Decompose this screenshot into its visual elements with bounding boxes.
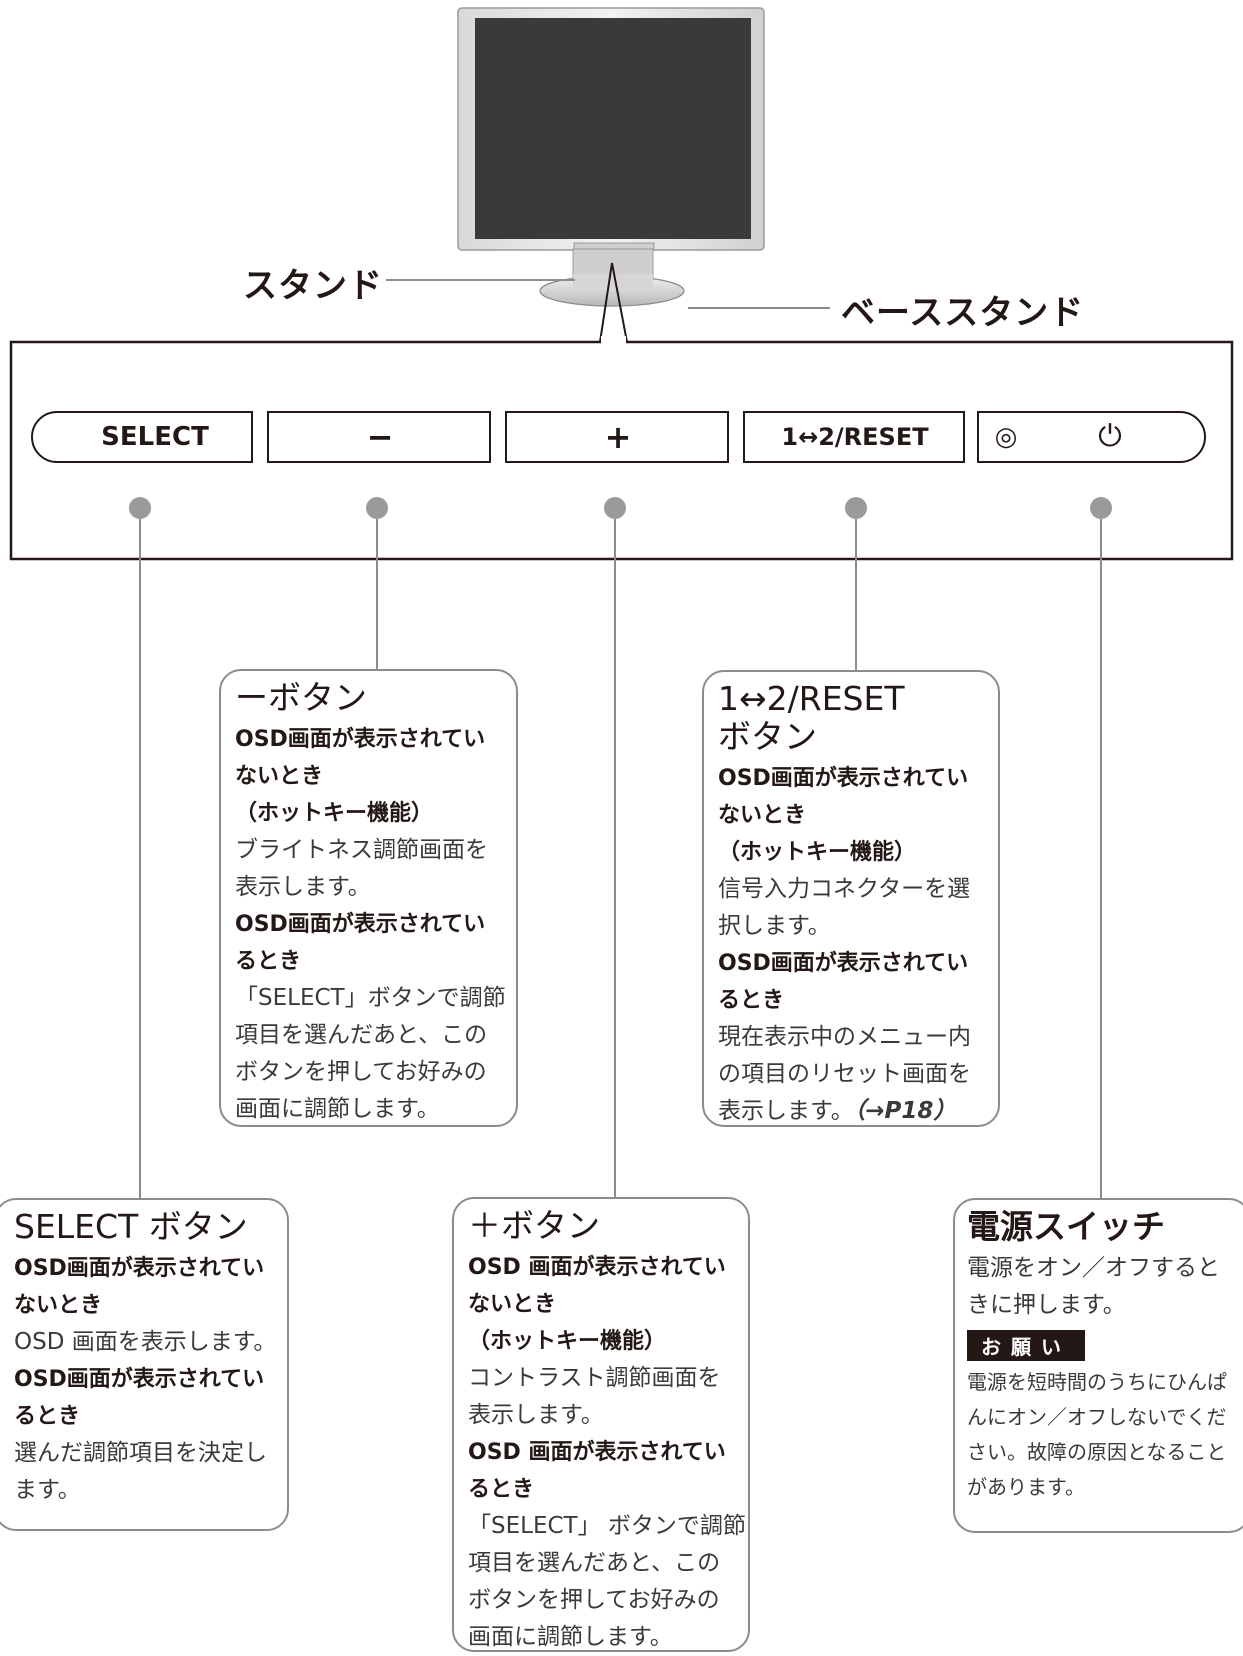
callout-title: ボタン <box>718 717 817 756</box>
description-text: 「SELECT」 ボタンで調節 <box>468 1513 746 1539</box>
description-text: 選んだ調節項目を決定し <box>14 1440 267 1466</box>
plus-button-shape <box>505 411 729 463</box>
zoom-wedge <box>599 262 628 343</box>
description-text: 表示します。（→P18） <box>718 1093 988 1130</box>
condition-heading: るとき <box>718 988 785 1013</box>
monitor-illustration <box>386 7 830 309</box>
select-button-shape <box>31 411 253 463</box>
callout-title: 電源スイッチ <box>967 1207 1165 1246</box>
power-switch-callout: 電源スイッチ 電源をオン／オフすると きに押します。 お願い 電源を短時間のうち… <box>953 1198 1243 1533</box>
minus-button-shape <box>267 411 491 463</box>
power-button-shape <box>977 411 1206 463</box>
condition-heading: るとき <box>235 949 302 974</box>
page-reference-link[interactable]: （→P18） <box>853 1098 957 1124</box>
description-text: 現在表示中のメニュー内 <box>718 1024 971 1050</box>
dots <box>129 497 1112 519</box>
select-dot <box>129 497 151 519</box>
description-text: 信号入力コネクターを選 <box>718 876 971 902</box>
select-button[interactable]: SELECT <box>101 422 209 452</box>
base-stand-label: ベーススタンド <box>841 293 1085 333</box>
description-text: 表示します。 <box>235 874 371 900</box>
power-led-icon: ◎ <box>994 422 1018 452</box>
callout-title: 1↔2/RESET <box>718 679 905 718</box>
condition-heading: OSD画面が表示されてい <box>14 1256 265 1281</box>
condition-heading: ないとき <box>235 764 324 789</box>
callout-title: ＋ボタン <box>468 1206 600 1245</box>
description-text: 表示します。 <box>468 1402 604 1428</box>
description-text: 択します。 <box>718 913 831 939</box>
description-text: ボタンを押してお好みの <box>235 1059 487 1085</box>
description-text: きに押します。 <box>967 1292 1126 1318</box>
condition-heading: OSD画面が表示されてい <box>718 766 969 791</box>
plus-dot <box>604 497 626 519</box>
power-button[interactable]: ⏻ <box>1098 419 1122 454</box>
hotkey-heading: （ホットキー機能） <box>468 1329 667 1354</box>
note-text: 電源を短時間のうちにひんぱ <box>967 1370 1227 1394</box>
note-text: んにオン／オフしないでくだ <box>967 1405 1227 1429</box>
description-text: ます。 <box>14 1477 81 1503</box>
description-text: 表示します。 <box>718 1098 854 1124</box>
monitor-screen <box>475 18 751 239</box>
button-row <box>31 411 1206 463</box>
hotkey-heading: （ホットキー機能） <box>718 840 917 865</box>
description-text: コントラスト調節画面を <box>468 1365 721 1391</box>
minus-dot <box>366 497 388 519</box>
condition-heading: ないとき <box>718 803 807 828</box>
reset-button-callout: 1↔2/RESET ボタン OSD画面が表示されてい ないとき （ホットキー機能… <box>702 670 1000 1127</box>
plus-button[interactable]: + <box>604 418 632 456</box>
condition-heading: OSD画面が表示されてい <box>235 727 486 752</box>
condition-heading: OSD画面が表示されてい <box>14 1367 265 1392</box>
stand-label: スタンド <box>243 266 383 306</box>
condition-heading: ないとき <box>468 1292 557 1317</box>
callout-title: ーボタン <box>235 678 367 717</box>
reset-button-shape <box>743 411 965 463</box>
monitor-button-strip <box>573 242 655 250</box>
condition-heading: OSD画面が表示されてい <box>235 912 486 937</box>
note-text: があります。 <box>967 1475 1085 1499</box>
select-button-callout: SELECT ボタン OSD画面が表示されてい ないとき OSD 画面を表示しま… <box>0 1198 289 1531</box>
condition-heading: OSD 画面が表示されてい <box>468 1440 726 1465</box>
condition-heading: るとき <box>468 1477 535 1502</box>
description-text: 電源をオン／オフすると <box>967 1255 1220 1281</box>
minus-button-callout: ーボタン OSD画面が表示されてい ないとき （ホットキー機能） ブライトネス調… <box>219 669 518 1127</box>
description-text: 画面に調節します。 <box>468 1624 673 1650</box>
note-heading: お願い <box>967 1330 1085 1361</box>
reset-dot <box>845 497 867 519</box>
input-reset-button[interactable]: 1↔2/RESET <box>781 423 929 451</box>
description-text: OSD 画面を表示します。 <box>14 1329 277 1355</box>
condition-heading: OSD画面が表示されてい <box>718 951 969 976</box>
description-text: 画面に調節します。 <box>235 1096 440 1122</box>
condition-heading: ないとき <box>14 1293 103 1318</box>
hotkey-heading: （ホットキー機能） <box>235 801 434 826</box>
description-text: 項目を選んだあと、この <box>468 1550 721 1576</box>
condition-heading: OSD 画面が表示されてい <box>468 1255 726 1280</box>
callout-title: SELECT ボタン <box>14 1207 248 1246</box>
description-text: 「SELECT」ボタンで調節 <box>235 985 506 1011</box>
condition-heading: るとき <box>14 1404 81 1429</box>
description-text: 項目を選んだあと、この <box>235 1022 488 1048</box>
minus-button[interactable]: − <box>366 418 394 456</box>
leader-lines <box>139 519 1102 1198</box>
plus-button-callout: ＋ボタン OSD 画面が表示されてい ないとき （ホットキー機能） コントラスト… <box>452 1197 750 1652</box>
description-text: ボタンを押してお好みの <box>468 1587 720 1613</box>
note-text: さい。故障の原因となること <box>967 1440 1227 1464</box>
power-dot <box>1090 497 1112 519</box>
description-text: ブライトネス調節画面を <box>235 837 488 863</box>
description-text: の項目のリセット画面を <box>718 1061 971 1087</box>
